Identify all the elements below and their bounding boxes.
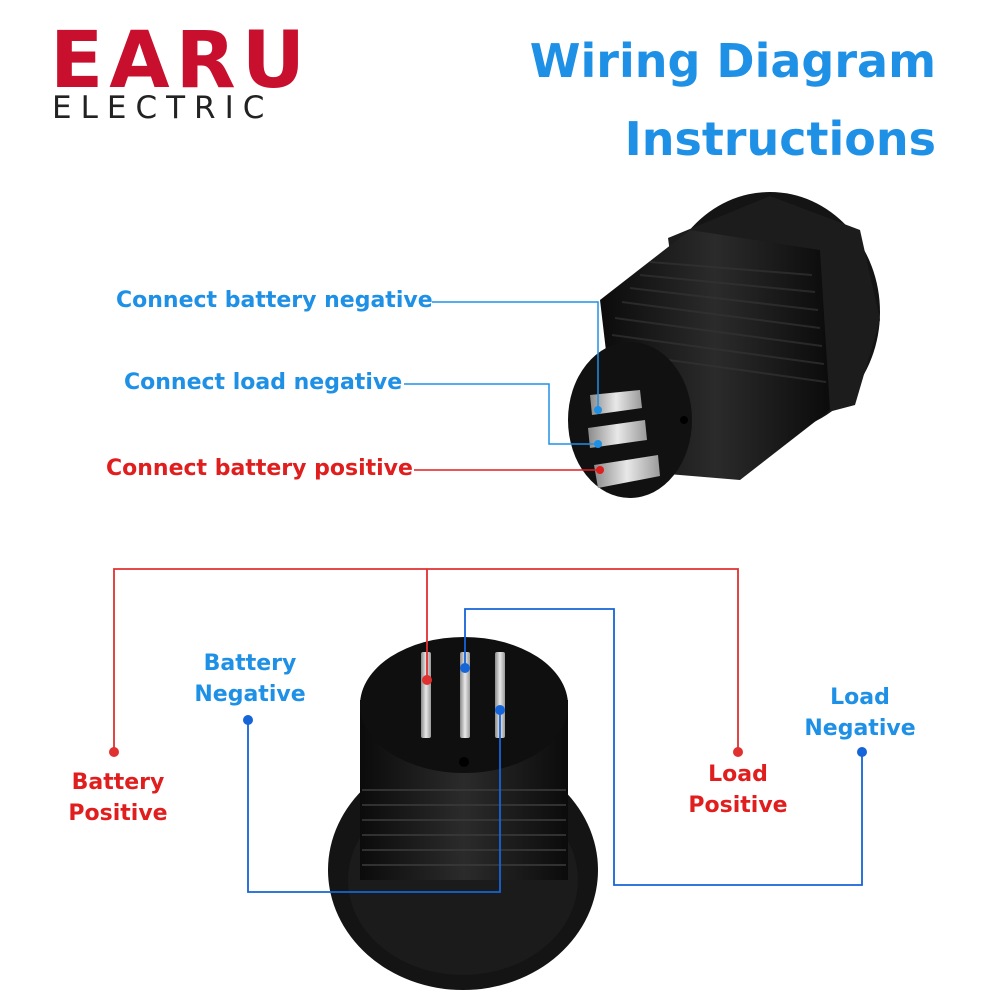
label-load-negative: Load Negative [800, 682, 920, 744]
label-battery-positive: Battery Positive [58, 767, 178, 829]
terminal-battery-negative [243, 715, 253, 725]
top-socket-face [568, 342, 692, 498]
callout-battery-positive: Connect battery positive [106, 456, 413, 481]
callout-line-battery-negative [432, 301, 599, 410]
page-title-line1: Wiring Diagram [529, 34, 936, 88]
pin-dot-load-negative [460, 663, 470, 673]
brand-name: EARU [50, 16, 312, 106]
bottom-pin-1 [421, 652, 431, 738]
wire-battery-negative [247, 710, 501, 893]
pin-dot-battery-negative [495, 705, 505, 715]
callout-load-negative: Connect load negative [124, 370, 403, 395]
terminal-load-positive [733, 747, 743, 757]
callout-dot-battery-negative [594, 406, 602, 414]
wire-load-negative [464, 608, 863, 886]
callout-line-load-negative [404, 383, 598, 445]
label-battery-negative-line1: Battery [203, 651, 297, 676]
label-battery-negative: Battery Negative [190, 648, 310, 710]
label-load-positive-line1: Load [708, 762, 768, 787]
callout-battery-negative: Connect battery negative [116, 288, 433, 313]
bottom-pin-3 [495, 652, 505, 738]
bottom-socket [328, 637, 598, 990]
label-load-positive: Load Positive [678, 759, 798, 821]
label-battery-negative-line2: Negative [194, 682, 306, 707]
top-pin-2 [588, 420, 647, 448]
bottom-pin-2 [460, 652, 470, 738]
label-load-positive-line2: Positive [688, 793, 788, 818]
top-socket [568, 192, 880, 498]
pin-dot-positive [422, 675, 432, 685]
top-pin-1 [590, 390, 642, 415]
label-load-negative-line1: Load [830, 685, 890, 710]
label-load-negative-line2: Negative [804, 716, 916, 741]
callout-dot-battery-positive [596, 466, 604, 474]
terminal-battery-positive [109, 747, 119, 757]
callout-dot-load-negative [594, 440, 602, 448]
brand-subtitle: ELECTRIC [52, 90, 274, 126]
label-battery-positive-line1: Battery [71, 770, 165, 795]
page-title-line2: Instructions [624, 112, 936, 166]
top-pin-3 [594, 455, 660, 488]
wire-positive-loop [113, 568, 739, 752]
label-battery-positive-line2: Positive [68, 801, 168, 826]
terminal-load-negative [857, 747, 867, 757]
brand-logo: EARU [50, 22, 311, 100]
